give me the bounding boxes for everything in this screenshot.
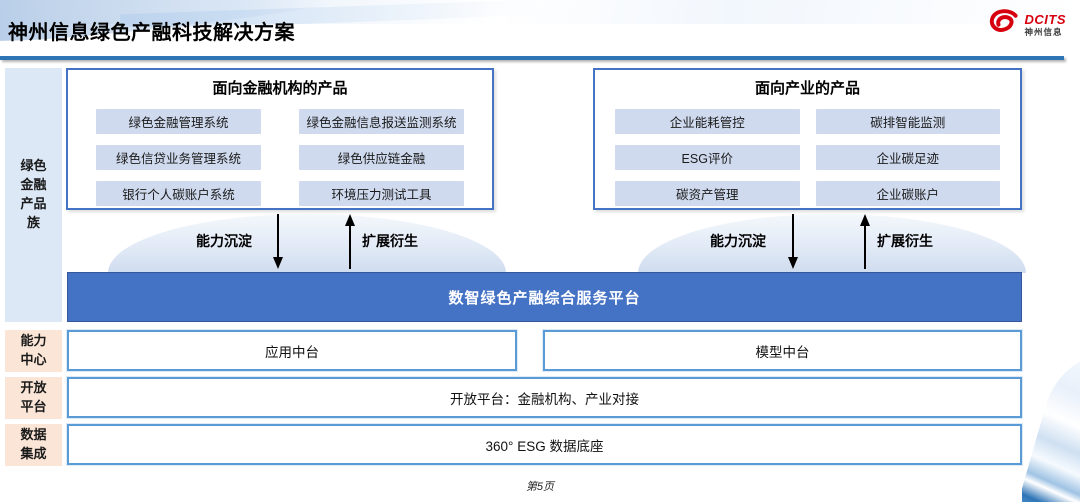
corner-ribbon xyxy=(1022,362,1080,502)
sidebar-label-data-integration-text: 数据集成 xyxy=(20,427,47,461)
page-title: 神州信息绿色产融科技解决方案 xyxy=(8,22,295,44)
up-arrow-icon xyxy=(343,214,357,269)
sidebar-label-product-family: 绿色金融产品族 xyxy=(5,68,62,322)
product-pill: 银行个人碳账户系统 xyxy=(96,181,261,206)
logo-text: DCITS 神州信息 xyxy=(1025,13,1067,37)
financial-products-title: 面向金融机构的产品 xyxy=(212,80,348,97)
product-pill: 碳资产管理 xyxy=(615,181,800,206)
product-pill: 绿色供应链金融 xyxy=(299,145,464,170)
header-divider xyxy=(0,56,1064,60)
product-pill: ESG评价 xyxy=(615,145,800,170)
industry-products-grid: 企业能耗管控 碳排智能监测 ESG评价 企业碳足迹 碳资产管理 企业碳账户 xyxy=(595,109,1020,206)
up-arrow-icon xyxy=(858,214,872,269)
logo-brand: DCITS xyxy=(1024,11,1066,27)
industry-products-title: 面向产业的产品 xyxy=(754,80,860,97)
sidebar-label-product-family-text: 绿色金融产品族 xyxy=(20,158,47,230)
down-arrow-icon xyxy=(271,214,285,269)
product-pill: 企业能耗管控 xyxy=(615,109,800,134)
capability-deposit-label-right: 能力沉淀 xyxy=(710,233,766,249)
app-middle-platform-box: 应用中台 xyxy=(67,330,517,371)
product-pill: 企业碳账户 xyxy=(815,181,1000,206)
dome-decoration-right xyxy=(638,214,1026,273)
logo-company: 神州信息 xyxy=(1024,26,1063,37)
sidebar-label-open-platform: 开放平台 xyxy=(5,377,62,419)
company-logo: DCITS 神州信息 xyxy=(985,7,1067,42)
industry-products-box: 面向产业的产品 企业能耗管控 碳排智能监测 ESG评价 企业碳足迹 碳资产管理 … xyxy=(593,68,1022,210)
financial-products-box: 面向金融机构的产品 绿色金融管理系统 绿色金融信息报送监测系统 绿色信贷业务管理… xyxy=(66,68,494,210)
platform-bar: 数智绿色产融综合服务平台 xyxy=(67,272,1022,322)
capability-deposit-label-left: 能力沉淀 xyxy=(196,233,252,249)
expand-derive-label-right: 扩展衍生 xyxy=(877,233,933,249)
corner-swoosh-decoration xyxy=(1022,362,1080,502)
model-middle-platform-box: 模型中台 xyxy=(543,330,1022,371)
sidebar-label-data-integration: 数据集成 xyxy=(5,424,62,466)
expand-derive-label-left: 扩展衍生 xyxy=(362,233,418,249)
product-pill: 碳排智能监测 xyxy=(815,109,1000,134)
page-number: 第5页 xyxy=(525,481,555,493)
financial-products-grid: 绿色金融管理系统 绿色金融信息报送监测系统 绿色信贷业务管理系统 绿色供应链金融… xyxy=(68,109,492,206)
sidebar-label-open-platform-text: 开放平台 xyxy=(20,380,47,414)
dome-decoration-left xyxy=(108,214,506,273)
product-pill: 环境压力测试工具 xyxy=(299,181,464,206)
header-swoosh-decoration xyxy=(0,0,1080,24)
dcits-swoosh-icon xyxy=(985,7,1021,42)
open-platform-box: 开放平台：金融机构、产业对接 xyxy=(67,377,1022,418)
product-pill: 绿色信贷业务管理系统 xyxy=(96,145,261,170)
sidebar-label-capability-center-text: 能力中心 xyxy=(20,333,47,367)
sidebar-label-capability-center: 能力中心 xyxy=(5,330,62,372)
down-arrow-icon xyxy=(786,214,800,269)
product-pill: 企业碳足迹 xyxy=(815,145,1000,170)
product-pill: 绿色金融管理系统 xyxy=(96,109,261,134)
product-pill: 绿色金融信息报送监测系统 xyxy=(299,109,464,134)
esg-data-base-box: 360° ESG 数据底座 xyxy=(67,424,1022,465)
